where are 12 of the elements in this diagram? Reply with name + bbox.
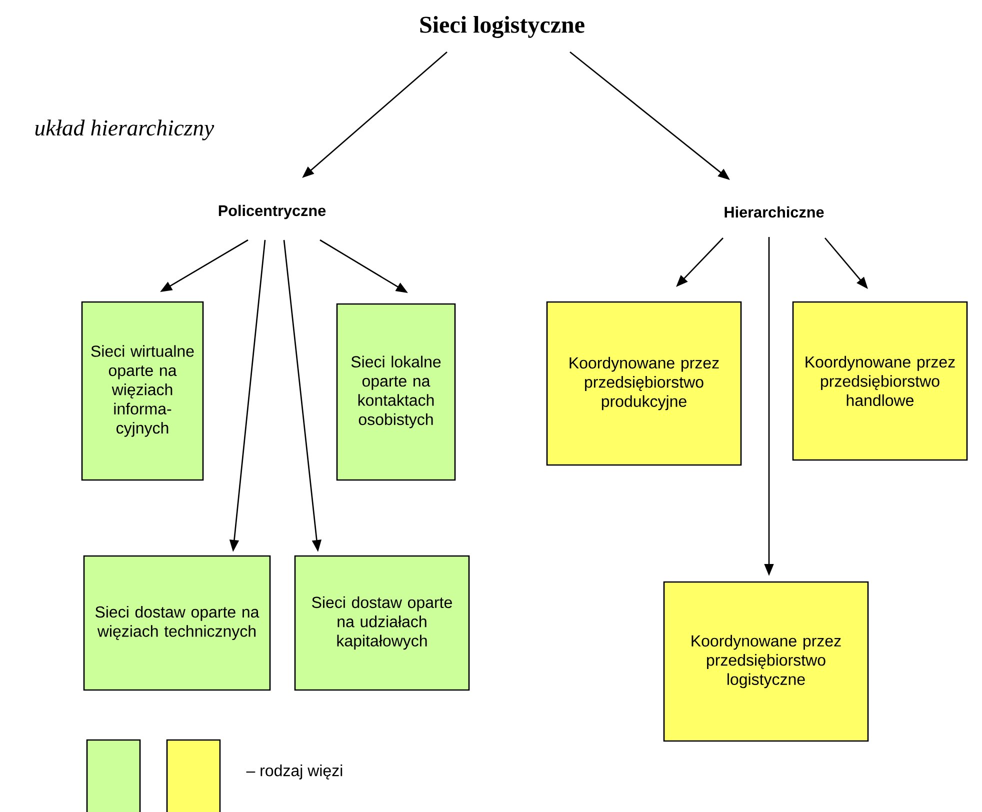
note-text: układ hierarchiczny (35, 120, 214, 140)
title-text: Sieci logistyczne (420, 16, 584, 38)
network-box: Sieci wirtualne oparte na więziach informa- cyjnych (81, 301, 204, 481)
network-box: Sieci dostaw oparte na udziałach kapitałowych (294, 555, 470, 691)
legend-text: – rodzaj więzi (246, 764, 342, 780)
network-box: Koordynowane przez przedsiębiorstwo produkcyjne (546, 301, 742, 466)
network-box: Sieci dostaw oparte na więziach technicznych (83, 555, 271, 691)
category-heading: Policentryczne (218, 204, 326, 220)
network-box: Sieci lokalne oparte na kontaktach osobistych (336, 303, 456, 481)
category-heading: Hierarchiczne (724, 206, 824, 218)
network-box: Koordynowane przez przedsiębiorstwo handlowe (792, 301, 968, 461)
network-box: Koordynowane przez przedsiębiorstwo logistyczne (663, 581, 869, 742)
